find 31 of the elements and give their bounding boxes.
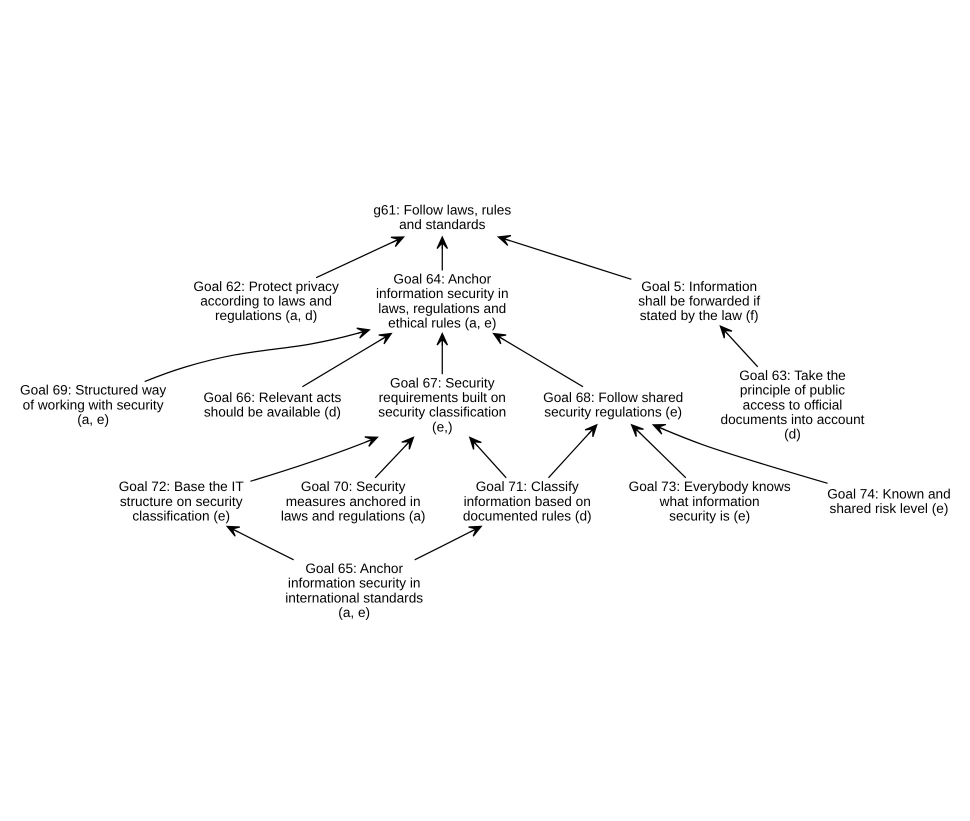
node-text: Goal 72: Base the IT structure on security classification (e) — [118, 478, 244, 523]
node-text: Goal 63: Take the principle of public access to official documents into account (d) — [720, 367, 864, 442]
arrow — [302, 332, 392, 387]
arrow — [436, 236, 448, 270]
node-text: Goal 62: Protect privacy according to laws and regulations (a, d) — [193, 278, 339, 323]
arrow — [436, 332, 448, 374]
arrow — [226, 525, 294, 560]
node-text: Goal 67: Security requirements built on security classification (e,) — [378, 374, 506, 434]
arrow — [144, 327, 370, 382]
arrow — [414, 525, 482, 560]
node-text: Goal 68: Follow shared security regulations (e) — [543, 389, 684, 420]
arrow — [548, 424, 598, 478]
arrow — [374, 436, 414, 478]
arrow — [652, 423, 828, 484]
arrow — [469, 436, 507, 478]
node-text: Goal 65: Anchor information security in international standards (a, e) — [285, 560, 424, 620]
arrow — [631, 424, 686, 478]
node-text: Goal 69: Structured way of working with security (a, e) — [20, 382, 166, 426]
node-text: Goal 70: Security measures anchored in laws and regulations (a) — [280, 478, 426, 523]
arrow — [316, 236, 404, 278]
arrow — [720, 325, 758, 367]
node-text: Goal 66: Relevant acts should be available (d) — [203, 389, 342, 420]
node-text: Goal 5: Information shall be forwarded if stated by the law (f) — [638, 278, 760, 323]
node-text: Goal 73: Everybody knows what information security is (e) — [628, 478, 791, 523]
arrow — [498, 234, 632, 280]
node-text: Goal 71: Classify information based on documented rules (d) — [462, 478, 592, 523]
node-text: g61: Follow laws, rules and standards — [373, 202, 512, 232]
arrow — [492, 332, 584, 387]
node-text: Goal 74: Known and shared risk level (e) — [827, 486, 951, 516]
node-text: Goal 64: Anchor information security in laws, regulations and ethical rules (a, e) — [376, 270, 509, 330]
arrow — [250, 436, 378, 482]
